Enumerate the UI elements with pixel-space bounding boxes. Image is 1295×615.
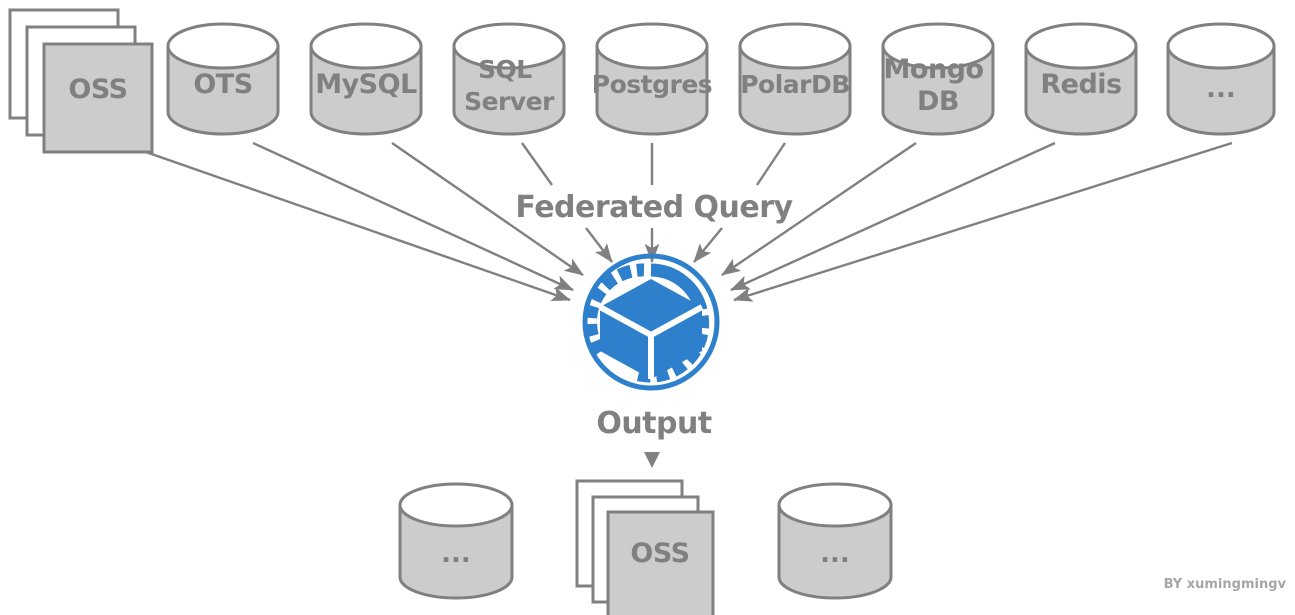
cylinder-top <box>452 22 566 70</box>
output-arrowhead <box>644 452 660 468</box>
output-label: Output <box>596 406 712 441</box>
cylinder-body <box>777 503 893 600</box>
connector-sqlserver-to-engine-2 <box>585 227 613 263</box>
cylinder-body <box>881 44 995 136</box>
connector-redis-to-engine <box>730 141 1056 292</box>
output-connector <box>644 452 660 468</box>
cylinder-top <box>1024 22 1138 70</box>
output-shape-oss[interactable]: OSS <box>575 479 715 615</box>
cylinder-top <box>1166 22 1276 70</box>
connector-polardb-to-engine <box>756 142 786 186</box>
cylinder-body <box>738 44 852 136</box>
cube-body <box>600 279 702 379</box>
stack-layer-front <box>606 510 715 615</box>
cylinder-top <box>595 22 709 70</box>
cylinder-body <box>452 44 566 136</box>
source-label-postgres: Postgres <box>592 70 712 99</box>
output-label-oss: OSS <box>630 538 689 569</box>
source-label-sql-server: SQL Server <box>464 55 555 116</box>
cylinder-top <box>166 22 280 70</box>
cylinder-body <box>309 44 423 136</box>
connector-mysql-to-engine <box>391 142 584 276</box>
cylinder-top <box>398 482 514 528</box>
federated-query-label: Federated Query <box>515 190 793 225</box>
cylinder-top <box>738 22 852 70</box>
cylinder-body <box>1166 44 1276 136</box>
cylinder-body <box>166 44 280 136</box>
source-label-mongodb: Mongo DB <box>884 54 993 117</box>
source-label-ots: OTS <box>193 69 252 100</box>
source-shape-oss[interactable]: OSS <box>8 8 154 154</box>
connector-ots-to-engine <box>252 141 574 292</box>
connector-sqlserver-to-engine <box>521 142 553 186</box>
source-shape-mysql[interactable]: MySQL <box>309 22 423 136</box>
connector-oss-to-engine <box>119 141 571 302</box>
source-label-polardb: PolarDB <box>740 70 850 99</box>
source-label-redis: Redis <box>1040 69 1121 100</box>
cylinder-body <box>595 44 709 136</box>
federated-query-connectors <box>119 141 1233 302</box>
cylinder-top <box>881 22 995 70</box>
source-shape-postgres[interactable]: Postgres <box>592 22 713 136</box>
source-label-more: ... <box>1206 74 1236 104</box>
cylinder-body <box>398 503 514 600</box>
source-shape-polardb[interactable]: PolarDB <box>738 22 852 136</box>
source-shape-sql-server[interactable]: SQL Server <box>452 22 566 136</box>
stack-layer-front <box>42 42 154 154</box>
logo-outer-ring <box>582 253 720 391</box>
watermark: BY xumingmingv <box>1164 577 1287 592</box>
output-shape-more-left[interactable]: ... <box>398 482 514 600</box>
logo-ring-dashed-arc-left <box>584 263 645 356</box>
engine-logo[interactable] <box>582 253 720 391</box>
source-label-oss: OSS <box>68 74 127 105</box>
cube-icon <box>598 279 704 379</box>
cylinder-body <box>1024 44 1138 136</box>
source-label-mysql: MySQL <box>315 69 417 100</box>
connector-polardb-to-engine-2 <box>693 227 723 263</box>
source-shape-ots[interactable]: OTS <box>166 22 280 136</box>
cylinder-top <box>309 22 423 70</box>
source-shape-redis[interactable]: Redis <box>1024 22 1138 136</box>
source-shape-more[interactable]: ... <box>1166 22 1276 136</box>
output-label-more-right: ... <box>820 539 850 569</box>
logo-ring-solid-arc <box>650 263 708 312</box>
connector-more-to-engine <box>733 141 1233 302</box>
connector-mongodb-to-engine <box>721 142 917 276</box>
source-shape-mongodb[interactable]: Mongo DB <box>881 22 995 136</box>
output-shape-more-right[interactable]: ... <box>777 482 893 600</box>
output-label-more-left: ... <box>441 539 471 569</box>
cylinder-top <box>777 482 893 528</box>
